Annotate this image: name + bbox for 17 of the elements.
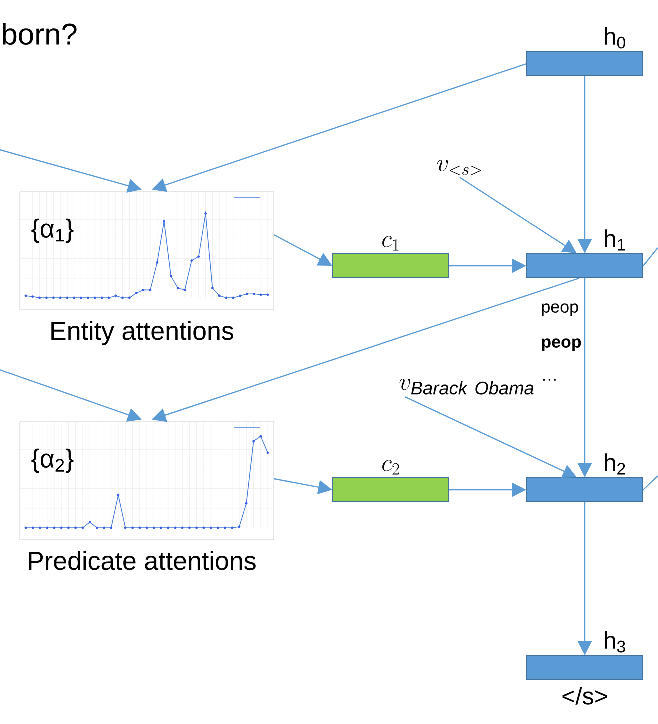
embedding-label: $v_{<s>}$: [437, 160, 482, 176]
embedding-label: $v_{\mathit{Barack\ Obama}}$: [400, 379, 534, 395]
attention-symbol: {α$_{1}$}: [32, 218, 74, 244]
context-label: $c_{2}$: [382, 460, 400, 475]
note-text: …: [544, 379, 556, 381]
output-token: </s>: [562, 687, 608, 705]
attention-symbol: {α$_{2}$}: [32, 448, 74, 474]
state-label: h$_{0}$: [605, 28, 626, 49]
state-label: h$_{3}$: [605, 632, 626, 653]
note-text: peop: [542, 304, 578, 316]
state-label: h$_{2}$: [605, 454, 626, 475]
note-text: peop: [542, 338, 582, 352]
chart-caption: Predicate attentions: [29, 551, 256, 570]
state-label: h$_{1}$: [605, 230, 626, 251]
note-text: born?: [3, 23, 77, 46]
chart-caption: Entity attentions: [52, 321, 234, 346]
context-label: $c_{1}$: [382, 236, 399, 251]
